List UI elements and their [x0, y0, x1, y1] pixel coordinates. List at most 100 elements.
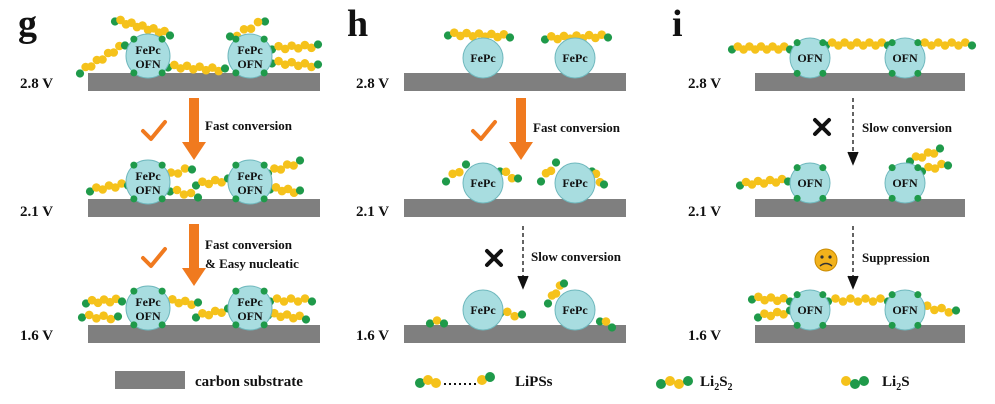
voltage-label-g-1: 2.8 V — [20, 76, 53, 92]
chain-end-bead — [461, 160, 471, 169]
chain-bead — [180, 164, 190, 173]
chain-bead — [109, 48, 119, 57]
substrate-i-3 — [755, 325, 965, 343]
chain-bead — [293, 297, 303, 306]
slow-arrow-i-1-head — [847, 151, 859, 166]
molecule-label-fepc: FePc — [135, 43, 161, 57]
chain-end-bead — [540, 35, 550, 44]
legend-bead — [683, 376, 693, 386]
chain-bead — [217, 308, 226, 318]
chain-bead — [924, 162, 933, 172]
molecule-label-ofn: OFN — [237, 57, 263, 71]
legend-lipss-label: LiPSs — [515, 374, 553, 390]
legend: carbon substrate LiPSs Li2S2 Li2S — [115, 371, 910, 393]
voltage-label-h-3: 1.6 V — [356, 328, 389, 344]
ligand-dot — [158, 321, 166, 329]
chain-bead — [106, 314, 116, 324]
chain-bead — [432, 316, 442, 325]
ligand-dot — [914, 39, 922, 47]
check-icon — [141, 247, 167, 268]
molecules — [125, 33, 926, 331]
chain-bead — [187, 300, 196, 310]
molecule-ofn — [884, 162, 926, 204]
legend-lipss-icon — [415, 372, 495, 388]
molecule-label-ofn: OFN — [892, 176, 918, 190]
check-marks — [141, 120, 497, 268]
ligand-dot — [914, 69, 922, 77]
step-label-g-2b: & Easy nucleatic — [205, 256, 299, 271]
chain-bead — [929, 149, 939, 158]
ligand-dot — [260, 287, 268, 295]
chain-bead — [182, 61, 192, 71]
chain-end-bead — [517, 310, 527, 319]
chain-bead — [86, 62, 96, 71]
chain-bead — [239, 25, 249, 34]
legend-bead — [423, 375, 433, 385]
molecule-ofn — [789, 162, 831, 204]
ligand-dot — [819, 194, 827, 202]
molecule-label-ofn: OFN — [797, 51, 823, 65]
chain-end-bead — [187, 165, 197, 174]
chain-bead — [170, 60, 179, 70]
molecule-ligand-dots — [130, 35, 922, 329]
molecule-fepc-ofn — [125, 285, 171, 331]
panel-letter-g: g — [18, 3, 37, 45]
molecule-label-fepc: FePc — [135, 295, 161, 309]
chain-bead — [282, 310, 292, 319]
ligand-dot — [130, 195, 138, 203]
chain-bead — [831, 294, 840, 303]
molecule-label-ofn: OFN — [797, 176, 823, 190]
ligand-dot — [888, 39, 896, 47]
chain-bead — [280, 60, 290, 69]
molecule-label-fepc: FePc — [562, 51, 588, 65]
molecule-fepc — [462, 37, 504, 79]
chain-bead — [300, 294, 310, 303]
ligand-dot — [232, 161, 240, 169]
molecule-fepc-ofn — [227, 285, 273, 331]
chain-end-bead — [113, 312, 123, 321]
chain-bead — [186, 188, 196, 198]
chain-bead — [276, 165, 286, 174]
ligand-dot — [158, 69, 166, 77]
chain-bead — [84, 310, 94, 320]
slow-arrow-h-2-head — [517, 275, 529, 290]
ligand-dot — [888, 291, 896, 299]
legend-bead — [850, 379, 860, 389]
chain-bead — [287, 57, 297, 67]
chain-bead — [455, 167, 464, 177]
chain-end-bead — [536, 177, 546, 186]
molecule-fepc — [462, 289, 504, 331]
legend-li2s-icon — [841, 376, 869, 389]
chain-bead — [551, 289, 561, 298]
cross-icon — [813, 118, 831, 136]
chain-bead — [448, 169, 457, 179]
cross-icon — [485, 249, 503, 267]
legend-li2s2-part: 2 — [714, 382, 719, 393]
ligand-dot — [260, 321, 268, 329]
legend-li2s2-part: S — [719, 374, 727, 390]
chain-end-bead — [439, 319, 449, 328]
chain-bead — [499, 30, 509, 39]
substrate-g-2 — [88, 199, 320, 217]
molecule-fepc-ofn — [227, 33, 273, 79]
ligand-dot — [260, 161, 268, 169]
chain-bead — [868, 297, 878, 306]
voltage-label-i-1: 2.8 V — [688, 76, 721, 92]
chain-bead — [876, 294, 885, 303]
substrate-h-3 — [404, 325, 626, 343]
chain-end-bead — [607, 323, 617, 332]
step-label-h-1: Fast conversion — [533, 120, 621, 135]
chain-bead — [117, 179, 126, 188]
legend-li2s2-label: Li2S2 — [700, 374, 733, 393]
ligand-dot — [793, 194, 801, 202]
voltage-label-g-2: 2.1 V — [20, 204, 53, 220]
molecule-label-fepc: FePc — [237, 295, 263, 309]
chain-bead — [944, 308, 954, 317]
legend-substrate-swatch — [115, 371, 185, 389]
chain-bead — [179, 190, 189, 199]
chain-end-bead — [943, 161, 953, 170]
chain-end-bead — [603, 33, 613, 42]
chain-end-bead — [220, 64, 230, 73]
ligand-dot — [260, 69, 268, 77]
